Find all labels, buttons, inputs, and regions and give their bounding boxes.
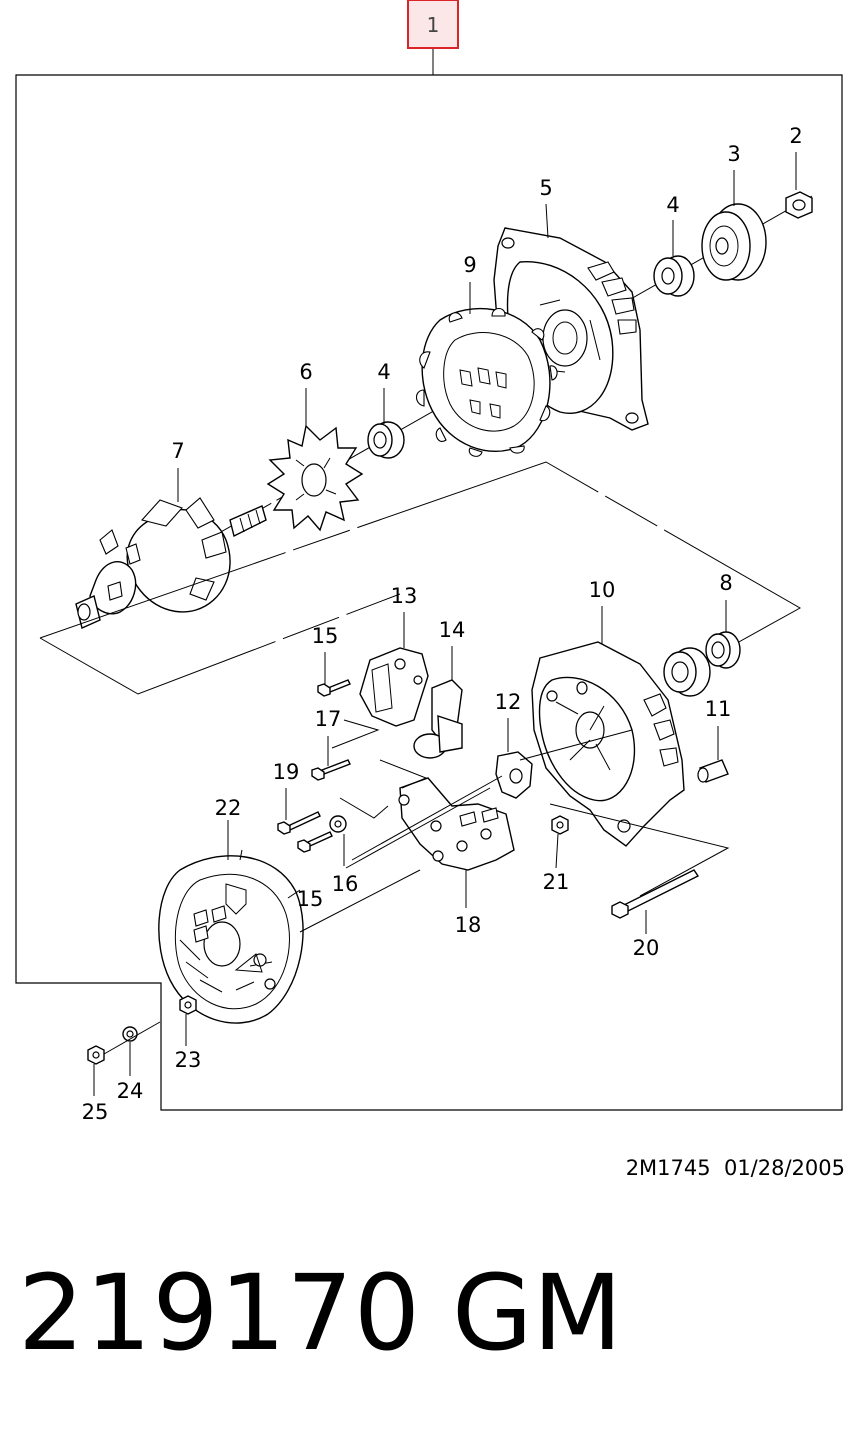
part-4-bearing-lower[interactable] bbox=[367, 421, 405, 459]
part-18-rectifier[interactable] bbox=[398, 777, 515, 871]
part-12-plate[interactable] bbox=[495, 751, 533, 799]
callout-6: 6 bbox=[299, 360, 312, 384]
assembly-callout-box bbox=[407, 0, 459, 49]
part-9-stator[interactable] bbox=[415, 307, 558, 457]
callout-11: 11 bbox=[705, 697, 732, 721]
part-7-rotor[interactable] bbox=[75, 497, 267, 629]
part-11-sleeve[interactable] bbox=[697, 759, 729, 783]
diagram-reference-code: 2M1745 01/28/2005 bbox=[625, 1156, 845, 1180]
callout-12: 12 bbox=[495, 690, 522, 714]
part-25-nut[interactable] bbox=[87, 1045, 105, 1065]
part-10-slip-ring-housing[interactable] bbox=[531, 641, 685, 847]
callout-24: 24 bbox=[117, 1079, 144, 1103]
callout-13: 13 bbox=[391, 584, 418, 608]
part-4-spacer-upper[interactable] bbox=[653, 255, 695, 297]
callout-9: 9 bbox=[463, 253, 476, 277]
part-15-screw-upper[interactable] bbox=[317, 679, 351, 697]
callout-22: 22 bbox=[215, 796, 242, 820]
callout-14: 14 bbox=[439, 618, 466, 642]
assembly-frame bbox=[15, 74, 843, 1111]
callout-5: 5 bbox=[539, 176, 552, 200]
part-19-screw[interactable] bbox=[277, 811, 321, 835]
callout-15-upper: 15 bbox=[312, 624, 339, 648]
part-2-nut[interactable] bbox=[785, 191, 813, 219]
part-17-screw[interactable] bbox=[311, 759, 351, 781]
callout-4-upper: 4 bbox=[666, 193, 679, 217]
part-3-pulley[interactable] bbox=[701, 203, 767, 281]
part-13-regulator[interactable] bbox=[359, 647, 429, 727]
callout-10: 10 bbox=[589, 578, 616, 602]
callout-19: 19 bbox=[273, 760, 300, 784]
callout-17: 17 bbox=[315, 707, 342, 731]
part-14-brush-holder[interactable] bbox=[413, 679, 463, 759]
part-23-nut[interactable] bbox=[179, 995, 197, 1015]
assembly-callout-1[interactable]: 1 bbox=[407, 0, 459, 49]
part-22-rear-cover[interactable] bbox=[158, 855, 304, 1024]
callout-8: 8 bbox=[719, 571, 732, 595]
callout-3: 3 bbox=[727, 142, 740, 166]
catalog-number: 219170 bbox=[18, 1252, 422, 1374]
callout-15-lower: 15 bbox=[297, 887, 324, 911]
part-20-through-bolt[interactable] bbox=[611, 869, 700, 919]
part-15-screw-lower[interactable] bbox=[297, 831, 333, 853]
brand-name: GM bbox=[452, 1252, 623, 1374]
assembly-callout-label: 1 bbox=[427, 13, 440, 37]
callout-16: 16 bbox=[332, 872, 359, 896]
part-8-seal[interactable] bbox=[663, 647, 711, 697]
callout-25: 25 bbox=[82, 1100, 109, 1124]
callout-4-lower: 4 bbox=[377, 360, 390, 384]
callout-18: 18 bbox=[455, 913, 482, 937]
callout-20: 20 bbox=[633, 936, 660, 960]
assembly-guide-lines bbox=[103, 719, 730, 1055]
part-16-washer[interactable] bbox=[329, 815, 347, 833]
callout-2: 2 bbox=[789, 124, 802, 148]
part-21-nut[interactable] bbox=[551, 815, 569, 835]
leader-lines bbox=[93, 152, 797, 1096]
callout-7: 7 bbox=[171, 439, 184, 463]
callout-21: 21 bbox=[543, 870, 570, 894]
callout-23: 23 bbox=[175, 1048, 202, 1072]
part-8-bearing[interactable] bbox=[705, 631, 741, 669]
lower-section-boundary bbox=[39, 461, 802, 695]
part-6-fan[interactable] bbox=[266, 424, 364, 532]
